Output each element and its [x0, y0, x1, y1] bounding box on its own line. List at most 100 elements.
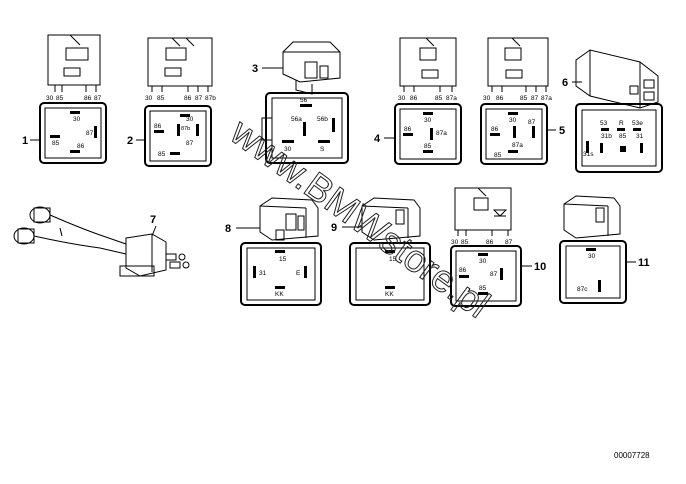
callout-5: 5	[559, 125, 565, 137]
relay-6-face-31s: 31s	[583, 151, 594, 158]
callout-10: 10	[534, 261, 546, 273]
relay-7-cable-assembly	[13, 206, 190, 277]
relay-1-pin-30: 30	[46, 95, 54, 102]
relay-8: 8 15 31 E KK	[225, 197, 322, 306]
callout-3: 3	[252, 63, 258, 75]
relay-2-pin-30: 30	[145, 95, 153, 102]
relay-6-housing	[575, 49, 659, 109]
relay-8-housing	[259, 197, 319, 241]
relay-11: 30 87c 11	[559, 195, 650, 304]
callout-7: 7	[150, 214, 156, 226]
relay-3-face-56a: 56a	[291, 116, 302, 123]
relay-8-face-E: E	[296, 270, 301, 277]
relay-3: 3 56 56a 56b 30 S	[252, 41, 349, 164]
relay-3-face-S: S	[320, 146, 325, 153]
relay-11-face-30: 30	[588, 253, 596, 260]
relay-2-pin-87b: 87b	[205, 95, 216, 102]
relay-8-face	[240, 242, 322, 306]
relay-9: 9 15 KK	[331, 197, 431, 306]
relay-6: 6 53 R 53e 31b 85 31 31s	[562, 49, 663, 173]
relay-2-face	[144, 105, 212, 167]
relay-9-housing	[361, 197, 421, 241]
relay-3-face-56: 56	[300, 97, 308, 104]
callout-4: 4	[374, 133, 381, 145]
relay-9-face-KK: KK	[385, 291, 394, 298]
relay-5-face-86: 86	[491, 126, 499, 133]
relay-10-face-85: 85	[479, 285, 487, 292]
relay-2-face-87: 87	[186, 140, 194, 147]
relay-5-face-87: 87	[528, 119, 536, 126]
relay-4-schematic	[399, 37, 457, 92]
relay-1-face-86: 86	[77, 143, 85, 150]
relay-5: 30 86 85 87 87a 30 86 87 87a 85 5	[480, 37, 565, 165]
relay-5-pin-30: 30	[483, 95, 491, 102]
callout-2: 2	[127, 135, 133, 147]
relay-10-pin-87: 87	[505, 239, 513, 246]
relay-6-face-R: R	[619, 120, 624, 127]
relay-4-face	[394, 103, 462, 165]
relay-5-face-87a: 87a	[512, 142, 523, 149]
relay-5-schematic	[487, 37, 549, 92]
relay-4-pin-86: 86	[410, 95, 418, 102]
relay-1-face	[39, 102, 107, 164]
relay-3-face	[261, 92, 349, 164]
relay-1-face-30: 30	[73, 116, 81, 123]
relay-6-face-31b: 31b	[601, 133, 612, 140]
relay-2-schematic	[147, 37, 213, 92]
relay-10-pin-85: 85	[461, 239, 469, 246]
callout-11: 11	[638, 257, 650, 269]
relay-3-face-30: 30	[284, 146, 292, 153]
relay-9-face	[349, 242, 431, 306]
relay-2-face-85: 85	[158, 151, 166, 158]
relay-10: 30 85 86 87 30 86 87 85 10	[450, 187, 546, 307]
relay-5-face-30: 30	[509, 117, 517, 124]
relay-10-face-87: 87	[490, 271, 498, 278]
relay-8-face-KK: KK	[275, 291, 284, 298]
relay-4-face-86: 86	[404, 126, 412, 133]
callout-6: 6	[562, 77, 568, 89]
relay-3-housing	[282, 41, 341, 95]
relay-4-pin-30: 30	[398, 95, 406, 102]
relay-4-pin-85: 85	[435, 95, 443, 102]
relay-1-pin-86: 86	[84, 95, 92, 102]
relay-2-pin-87: 87	[195, 95, 203, 102]
relay-5-face	[480, 103, 548, 165]
relay-2: 30 85 86 87 87b 30 86 87b 87 85 2	[127, 37, 216, 167]
callout-9: 9	[331, 222, 337, 234]
relay-10-face-30: 30	[479, 258, 487, 265]
relay-10-pin-86: 86	[486, 239, 494, 246]
relay-1-pin-87: 87	[94, 95, 102, 102]
relay-10-face-86: 86	[459, 267, 467, 274]
relay-7: 7	[13, 206, 190, 277]
relay-5-pin-87: 87	[531, 95, 539, 102]
relay-10-face	[450, 245, 522, 307]
relay-6-face-53e: 53e	[632, 120, 643, 127]
relay-3-face-56b: 56b	[317, 116, 328, 123]
relay-6-face-85: 85	[619, 133, 627, 140]
relay-1-pin-85: 85	[56, 95, 64, 102]
relay-10-pin-30: 30	[451, 239, 459, 246]
callout-1: 1	[22, 135, 28, 147]
relay-4-pin-87a: 87a	[446, 95, 457, 102]
part-code: 00007728	[614, 451, 650, 460]
relay-4-face-85: 85	[424, 143, 432, 150]
relay-4: 30 86 85 87a 30 86 87a 85 4	[374, 37, 462, 165]
relay-2-pin-86: 86	[184, 95, 192, 102]
relay-5-pin-86: 86	[496, 95, 504, 102]
relay-2-face-30: 30	[186, 116, 194, 123]
relay-4-face-87a: 87a	[436, 130, 447, 137]
relay-1-schematic	[47, 34, 101, 92]
relay-5-pin-85: 85	[520, 95, 528, 102]
relay-2-face-86: 86	[154, 123, 162, 130]
relay-2-face-87b: 87b	[181, 126, 190, 132]
relay-1-face-87: 87	[86, 130, 94, 137]
relay-5-pin-87a: 87a	[541, 95, 552, 102]
relay-11-housing	[563, 195, 621, 239]
relay-9-face-15: 15	[389, 256, 397, 263]
relay-11-face-87c: 87c	[577, 286, 588, 293]
relay-4-face-30: 30	[424, 117, 432, 124]
callout-8: 8	[225, 223, 231, 235]
relay-2-pin-85: 85	[157, 95, 165, 102]
relay-5-face-85: 85	[494, 152, 502, 159]
